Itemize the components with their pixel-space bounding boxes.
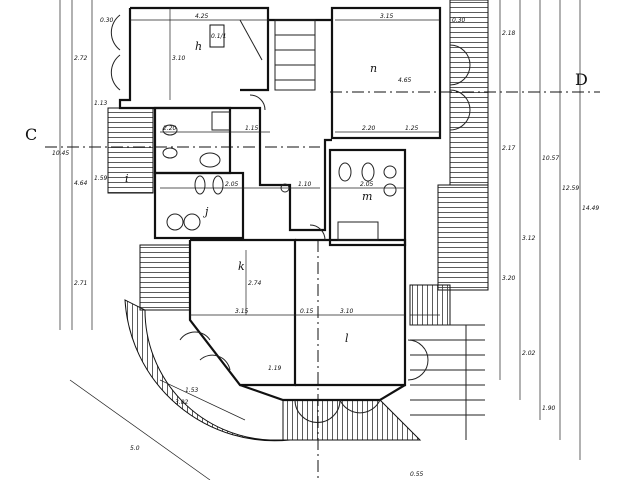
svg-text:2.74: 2.74 xyxy=(248,280,262,287)
svg-text:5.0: 5.0 xyxy=(130,445,140,452)
svg-text:1.10: 1.10 xyxy=(298,181,312,188)
svg-text:1.13: 1.13 xyxy=(94,100,108,107)
svg-text:1.25: 1.25 xyxy=(405,125,419,132)
svg-text:3.10: 3.10 xyxy=(172,55,186,62)
staircase xyxy=(274,19,316,91)
svg-text:10.45: 10.45 xyxy=(52,150,69,157)
svg-text:2.02: 2.02 xyxy=(522,350,536,357)
svg-text:2.05: 2.05 xyxy=(360,181,374,188)
walls xyxy=(118,6,442,402)
svg-text:3.15: 3.15 xyxy=(235,308,249,315)
room-tag: 0.1/1 xyxy=(211,33,226,40)
svg-text:2.17: 2.17 xyxy=(502,145,516,152)
svg-text:3.20: 3.20 xyxy=(502,275,516,282)
railing xyxy=(410,324,485,440)
section-mark-d: D xyxy=(575,70,588,89)
svg-text:3.10: 3.10 xyxy=(340,308,354,315)
svg-text:1.90: 1.90 xyxy=(542,405,556,412)
terrace-hatching xyxy=(107,0,489,442)
room-k: k xyxy=(238,260,245,273)
dimension-lines xyxy=(59,0,581,480)
svg-text:12.59: 12.59 xyxy=(562,185,579,192)
svg-text:4.25: 4.25 xyxy=(195,13,209,20)
svg-text:0.55: 0.55 xyxy=(410,471,424,478)
svg-text:3.02: 3.02 xyxy=(175,399,189,406)
svg-text:14.49: 14.49 xyxy=(582,205,599,212)
room-j: j xyxy=(202,205,209,218)
svg-text:0.30: 0.30 xyxy=(452,17,466,24)
svg-text:2.05: 2.05 xyxy=(225,181,239,188)
svg-text:1.59: 1.59 xyxy=(94,175,108,182)
svg-text:3.12: 3.12 xyxy=(522,235,536,242)
room-i: i xyxy=(125,172,129,185)
svg-text:1.15: 1.15 xyxy=(245,125,259,132)
room-l: l xyxy=(345,332,349,345)
room-n: n xyxy=(370,62,377,75)
svg-text:4.65: 4.65 xyxy=(398,77,412,84)
svg-text:2.71: 2.71 xyxy=(74,280,87,287)
room-m: m xyxy=(362,190,372,203)
svg-text:2.20: 2.20 xyxy=(163,125,177,132)
svg-text:2.20: 2.20 xyxy=(362,125,376,132)
svg-text:10.57: 10.57 xyxy=(542,155,559,162)
svg-text:1.19: 1.19 xyxy=(268,365,282,372)
svg-text:3.15: 3.15 xyxy=(380,13,394,20)
svg-text:2.72: 2.72 xyxy=(74,55,88,62)
section-mark-c: C xyxy=(25,125,37,144)
dimension-labels: 4.25 3.10 3.15 4.65 2.20 1.15 2.20 1.25 … xyxy=(52,13,599,478)
svg-text:0.30: 0.30 xyxy=(100,17,114,24)
svg-text:1.53: 1.53 xyxy=(185,387,199,394)
sanitary-fixtures xyxy=(162,111,397,241)
svg-text:0.15: 0.15 xyxy=(300,308,314,315)
room-h: h xyxy=(195,40,202,53)
svg-text:4.64: 4.64 xyxy=(74,180,88,187)
section-axes xyxy=(45,91,600,480)
svg-text:2.18: 2.18 xyxy=(502,30,516,37)
